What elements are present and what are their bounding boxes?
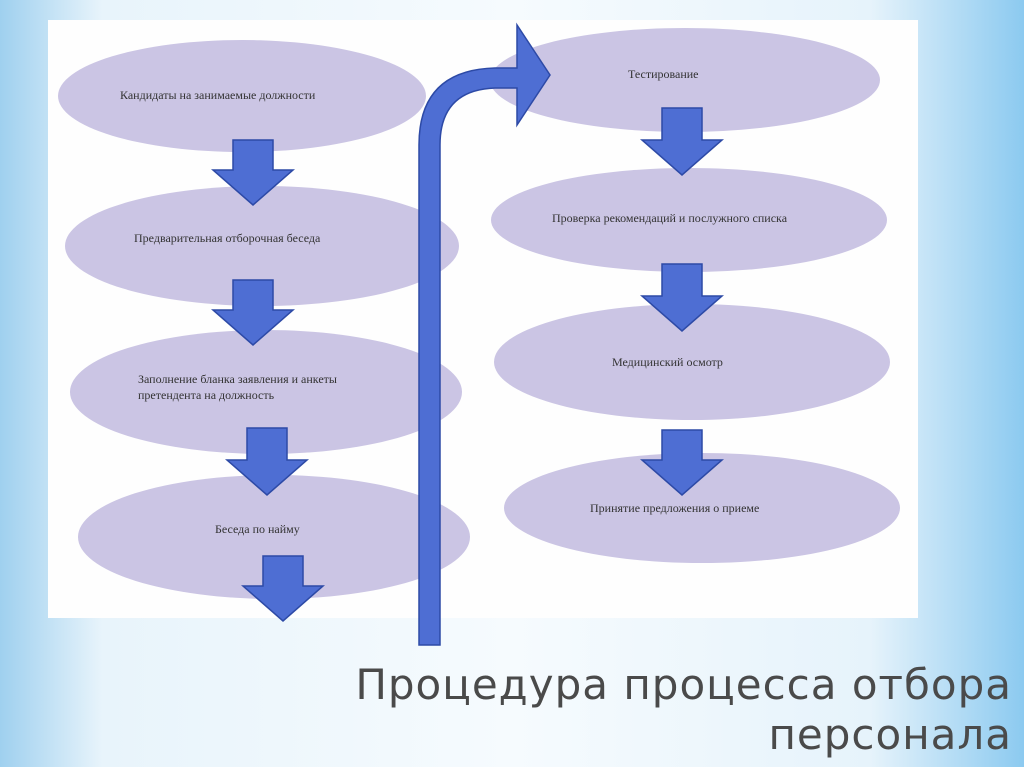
down-arrow-icon bbox=[640, 263, 724, 332]
step-ellipse bbox=[58, 40, 426, 152]
down-arrow-icon bbox=[225, 427, 309, 496]
down-arrow-icon bbox=[211, 139, 295, 206]
step-label: Тестирование bbox=[628, 67, 699, 81]
step-ellipse bbox=[504, 453, 900, 563]
down-arrow-icon bbox=[211, 279, 295, 346]
down-arrow-icon bbox=[640, 429, 724, 496]
down-arrow-icon bbox=[640, 107, 724, 176]
step-label: Медицинский осмотр bbox=[612, 355, 723, 369]
step-label: Предварительная отборочная беседа bbox=[134, 231, 321, 245]
slide-title-line1: Процедура процесса отбора bbox=[355, 660, 1012, 709]
step-ellipse bbox=[70, 330, 462, 454]
step-label: Проверка рекомендаций и послужного списк… bbox=[552, 211, 788, 225]
step-label: Беседа по найму bbox=[215, 522, 300, 536]
step-ellipse bbox=[494, 304, 890, 420]
step-label: Кандидаты на занимаемые должности bbox=[120, 88, 316, 102]
slide-title-line2: персонала bbox=[768, 710, 1012, 759]
step-ellipse bbox=[65, 186, 459, 306]
step-label: Заполнение бланка заявления и анкеты пре… bbox=[138, 372, 337, 402]
down-arrow-icon bbox=[241, 555, 325, 622]
step-ellipse bbox=[491, 168, 887, 272]
step-ellipse bbox=[490, 28, 880, 132]
curved-arrow-icon bbox=[418, 22, 551, 646]
step-label: Принятие предложения о приеме bbox=[590, 501, 760, 515]
step-ellipse bbox=[78, 475, 470, 599]
